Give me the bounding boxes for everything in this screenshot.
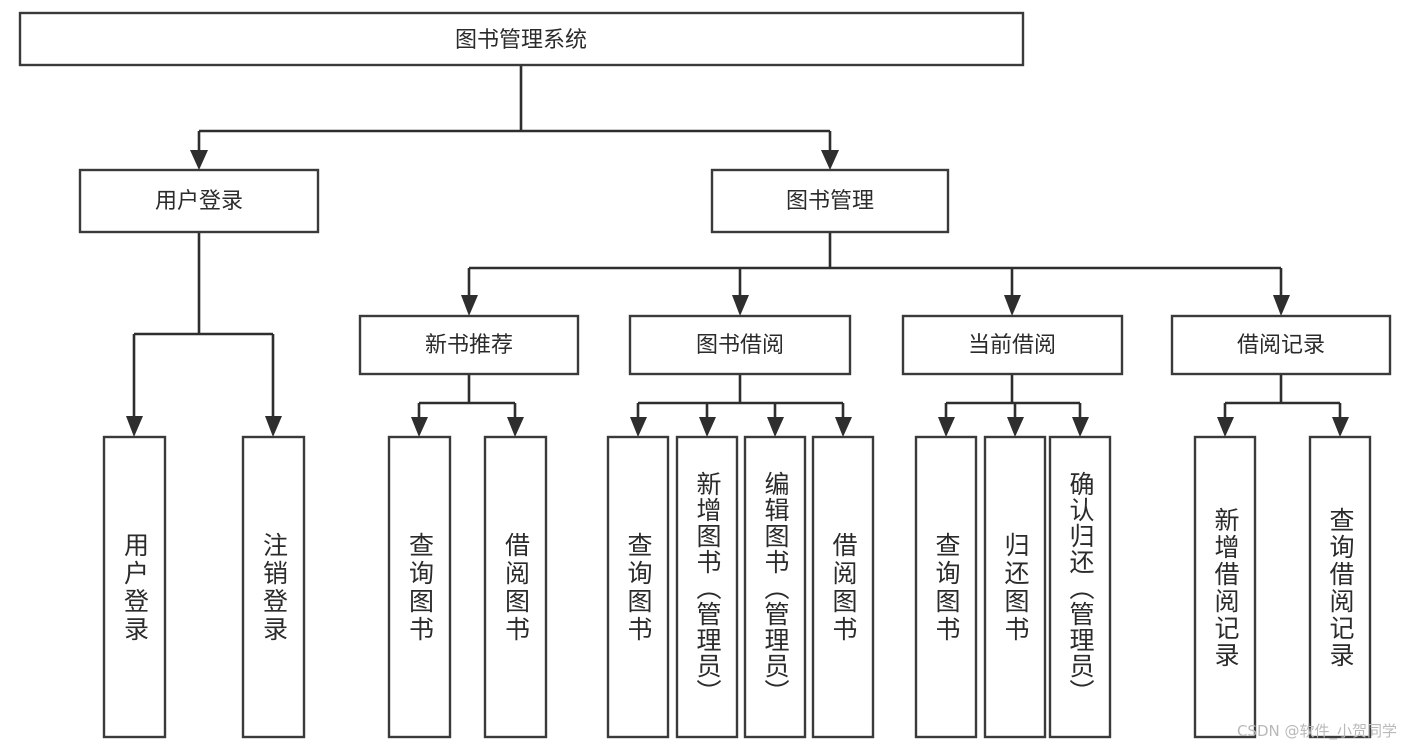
- leaf-query-record[interactable]: 查询借阅记录: [1308, 435, 1372, 739]
- arrow-to-leaf-query-book-cur: [938, 417, 955, 437]
- arrow-to-leaf-query-book: [630, 417, 647, 437]
- arrow-to-leaf-confirm-return: [1072, 417, 1089, 437]
- leaf-user-login-box[interactable]: [102, 435, 167, 739]
- leaf-add-record-label: 新增借阅记录: [1211, 507, 1240, 669]
- node-user-login[interactable]: 用户登录: [78, 168, 320, 234]
- arrow-to-new-book-rec: [461, 295, 478, 316]
- node-book-manage-label: 图书管理: [786, 189, 874, 214]
- arrow-to-book-borrow: [732, 295, 749, 316]
- leaf-return-book[interactable]: 归还图书: [983, 435, 1047, 739]
- leaf-borrow-book[interactable]: 借阅图书: [811, 435, 875, 739]
- leaf-borrow-book-label: 借阅图书: [829, 532, 858, 644]
- leaf-borrow-book-rec-box[interactable]: [483, 435, 548, 739]
- leaf-user-logout-label: 注销登录: [259, 532, 289, 644]
- arrow-to-leaf-query-record: [1332, 417, 1349, 437]
- leaf-edit-book-label: 编辑图书（管理员）: [761, 471, 790, 705]
- leaf-query-book-cur[interactable]: 查询图书: [914, 435, 978, 739]
- node-book-borrow-box[interactable]: [628, 314, 852, 376]
- leaf-query-book-label: 查询图书: [624, 532, 653, 644]
- arrow-to-leaf-return-book: [1007, 417, 1024, 437]
- leaf-confirm-return-label: 确认归还（管理员）: [1066, 471, 1095, 705]
- leaf-user-logout[interactable]: 注销登录: [241, 435, 306, 739]
- arrow-to-leaf-add-book: [699, 417, 716, 437]
- leaf-borrow-book-rec[interactable]: 借阅图书: [483, 435, 548, 739]
- leaf-user-logout-box[interactable]: [241, 435, 306, 739]
- connector-layer: [126, 65, 1349, 437]
- node-current-borrow-label: 当前借阅: [968, 333, 1056, 358]
- leaf-return-book-box[interactable]: [983, 435, 1047, 739]
- leaf-return-book-label: 归还图书: [1001, 532, 1030, 644]
- arrow-to-current-borrow: [1004, 295, 1021, 316]
- arrow-to-leaf-edit-book: [767, 417, 784, 437]
- node-book-borrow-label: 图书借阅: [696, 333, 784, 358]
- node-root[interactable]: 图书管理系统: [18, 11, 1025, 67]
- node-new-book-rec[interactable]: 新书推荐: [358, 314, 580, 376]
- leaf-query-record-label: 查询借阅记录: [1326, 507, 1355, 669]
- node-book-manage[interactable]: 图书管理: [710, 168, 950, 234]
- leaf-edit-book-box[interactable]: [743, 435, 807, 739]
- leaf-user-login[interactable]: 用户登录: [102, 435, 167, 739]
- leaf-user-login-label: 用户登录: [120, 532, 150, 644]
- node-borrow-record-box[interactable]: [1170, 314, 1392, 376]
- leaf-add-record-box[interactable]: [1193, 435, 1257, 739]
- arrow-to-leaf-user-login: [126, 416, 143, 437]
- node-user-login-box[interactable]: [78, 168, 320, 234]
- leaf-query-book-rec-box[interactable]: [387, 435, 452, 739]
- leaf-query-book-rec-label: 查询图书: [405, 532, 435, 644]
- leaf-borrow-book-rec-label: 借阅图书: [501, 532, 531, 644]
- node-new-book-rec-box[interactable]: [358, 314, 580, 376]
- leaf-confirm-return[interactable]: 确认归还（管理员）: [1048, 435, 1112, 739]
- leaf-edit-book[interactable]: 编辑图书（管理员）: [743, 435, 807, 739]
- leaf-query-book[interactable]: 查询图书: [606, 435, 670, 739]
- leaf-query-book-box[interactable]: [606, 435, 670, 739]
- node-borrow-record-label: 借阅记录: [1237, 333, 1325, 358]
- arrow-to-leaf-borrow-book: [835, 417, 852, 437]
- node-root-label: 图书管理系统: [455, 28, 587, 53]
- node-current-borrow-box[interactable]: [901, 314, 1124, 376]
- node-borrow-record[interactable]: 借阅记录: [1170, 314, 1392, 376]
- node-root-box[interactable]: [18, 11, 1025, 67]
- arrow-to-borrow-record: [1273, 295, 1290, 316]
- leaf-query-book-cur-box[interactable]: [914, 435, 978, 739]
- node-user-login-label: 用户登录: [155, 189, 243, 214]
- node-current-borrow[interactable]: 当前借阅: [901, 314, 1124, 376]
- arrow-to-leaf-query-book-rec: [411, 417, 428, 437]
- watermark-text: CSDN @软件_小贺同学: [1236, 722, 1397, 740]
- leaf-add-record[interactable]: 新增借阅记录: [1193, 435, 1257, 739]
- leaf-add-book-box[interactable]: [675, 435, 739, 739]
- leaf-add-book[interactable]: 新增图书（管理员）: [675, 435, 739, 739]
- leaf-query-record-box[interactable]: [1308, 435, 1372, 739]
- leaf-borrow-book-box[interactable]: [811, 435, 875, 739]
- node-book-borrow[interactable]: 图书借阅: [628, 314, 852, 376]
- arrow-to-leaf-add-record: [1217, 417, 1234, 437]
- leaf-add-book-label: 新增图书（管理员）: [693, 471, 722, 705]
- leaf-query-book-cur-label: 查询图书: [932, 532, 961, 644]
- arrow-to-user-login: [190, 150, 208, 170]
- arrow-to-leaf-user-logout: [265, 416, 282, 437]
- leaf-query-book-rec[interactable]: 查询图书: [387, 435, 452, 739]
- node-book-manage-box[interactable]: [710, 168, 950, 234]
- node-new-book-rec-label: 新书推荐: [425, 333, 513, 358]
- leaf-confirm-return-box[interactable]: [1048, 435, 1112, 739]
- arrow-to-leaf-borrow-book-rec: [507, 417, 524, 437]
- arrow-to-book-manage: [821, 150, 839, 170]
